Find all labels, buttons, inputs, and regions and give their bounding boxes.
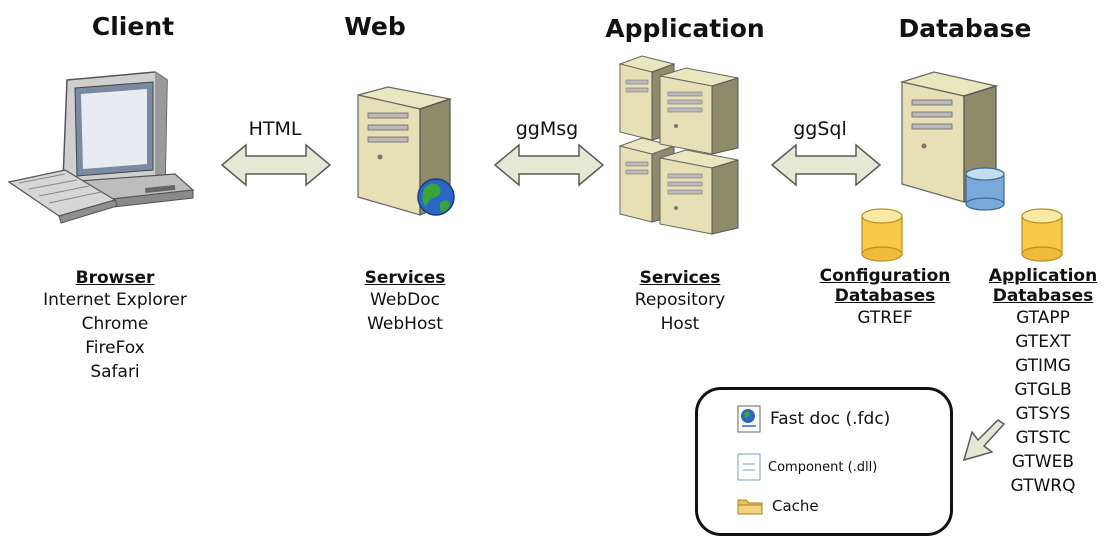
web-server-icon	[357, 86, 455, 216]
legend-row-component: Component (.dll)	[736, 452, 877, 482]
ggsql-connection-label: ggSql	[793, 118, 847, 140]
browser-item: Internet Explorer	[43, 290, 187, 310]
application-service-item: Host	[660, 314, 700, 334]
component-file-icon	[737, 453, 761, 481]
legend-row-fast-doc: Fast doc (.fdc)	[736, 404, 890, 434]
application-databases-list: Application Databases GTAPP GTEXT GTIMG …	[972, 266, 1114, 498]
application-server-icon	[618, 55, 739, 235]
web-services-heading: Services	[364, 268, 446, 288]
component-label: Component (.dll)	[768, 459, 878, 475]
ggsql-double-arrow	[770, 143, 882, 187]
application-database-item: GTIMG	[1015, 356, 1071, 376]
application-database-item: GTEXT	[1015, 332, 1071, 352]
web-services-list: Services WebDoc WebHost	[325, 268, 485, 336]
pointer-arrow-icon	[962, 419, 1006, 462]
application-services-heading: Services	[639, 268, 721, 288]
application-database-item: GTWEB	[1011, 452, 1075, 472]
application-tier-title: Application	[605, 14, 765, 43]
configuration-heading: Configuration	[819, 266, 951, 286]
application-service-item: Repository	[634, 290, 726, 310]
configuration-heading-databases: Databases	[834, 286, 936, 306]
web-service-item: WebHost	[367, 314, 443, 334]
web-service-item: WebDoc	[370, 290, 440, 310]
html-double-arrow	[220, 143, 332, 187]
application-database-item: GTAPP	[1016, 308, 1070, 328]
fast-doc-icon	[737, 405, 761, 433]
application-database-icon	[1021, 208, 1063, 262]
database-tier-title: Database	[898, 14, 1032, 43]
browser-item: FireFox	[85, 338, 145, 358]
application-database-item: GTGLB	[1014, 380, 1072, 400]
application-databases-heading-databases: Databases	[992, 286, 1094, 306]
application-database-item: GTWRQ	[1010, 476, 1076, 496]
ggmsg-double-arrow	[493, 143, 605, 187]
browser-item: Chrome	[81, 314, 149, 334]
client-browser-list: Browser Internet Explorer Chrome FireFox…	[5, 268, 225, 384]
browser-heading: Browser	[75, 268, 155, 288]
configuration-databases-list: Configuration Databases GTREF	[800, 266, 970, 330]
folder-icon	[737, 499, 763, 515]
configuration-database-icon	[861, 208, 903, 262]
configuration-database-item: GTREF	[857, 308, 913, 328]
client-tier-title: Client	[91, 12, 175, 41]
legend-row-cache: Cache	[736, 496, 819, 516]
browser-item: Safari	[90, 362, 140, 382]
ggmsg-connection-label: ggMsg	[515, 118, 579, 140]
application-services-list: Services Repository Host	[600, 268, 760, 336]
application-database-item: GTSYS	[1015, 404, 1071, 424]
cache-label: Cache	[772, 497, 819, 515]
application-database-item: GTSTC	[1015, 428, 1071, 448]
database-server-icon	[899, 71, 1005, 211]
storage-legend-box: Fast doc (.fdc) Component (.dll) Cache	[695, 387, 953, 536]
application-databases-heading: Application	[988, 266, 1098, 286]
web-tier-title: Web	[344, 12, 406, 41]
client-computer-icon	[7, 71, 195, 224]
html-connection-label: HTML	[248, 118, 302, 140]
fast-doc-label: Fast doc (.fdc)	[770, 409, 891, 429]
